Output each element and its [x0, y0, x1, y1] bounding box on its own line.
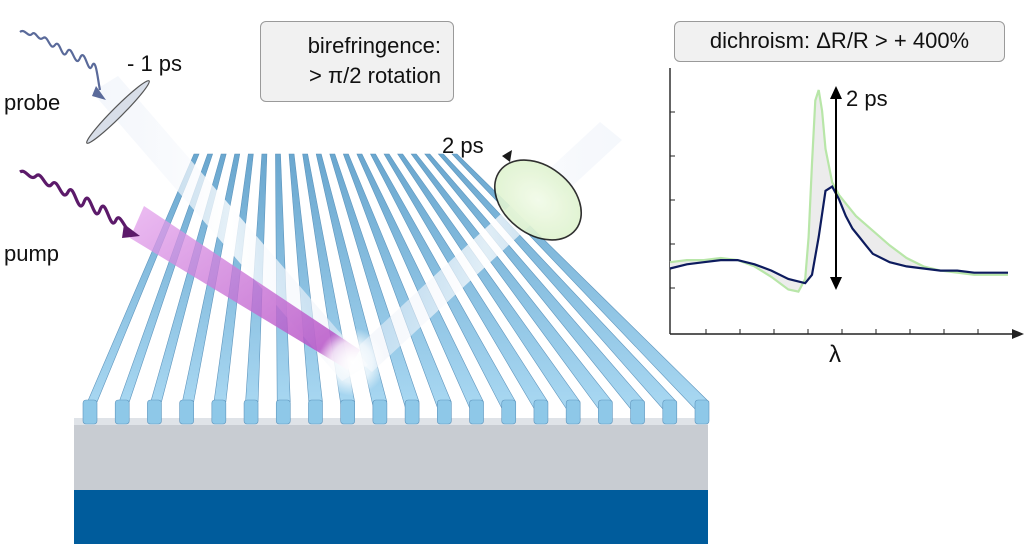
pump-label: pump	[4, 241, 59, 266]
grating-rib-face	[469, 399, 484, 425]
y-ticks	[670, 111, 675, 289]
dichroism-box: dichroism: ΔR/R > + 400%	[674, 21, 1005, 62]
grating-rib-face	[82, 399, 98, 425]
grating-rib-face	[598, 399, 613, 425]
series-light-curve	[669, 89, 1008, 293]
grating	[82, 153, 710, 425]
grating-rib-face	[211, 399, 227, 425]
grating-rib-face	[630, 399, 645, 425]
probe-pulse-icon	[19, 30, 102, 91]
arrow-down-icon	[830, 277, 842, 290]
excitation-spot	[318, 328, 386, 396]
rotation-arrow-icon	[502, 150, 512, 162]
difference-fill	[670, 90, 1008, 292]
probe-label: probe	[4, 90, 60, 115]
pump-pulse-icon	[19, 169, 132, 234]
pump-beam	[130, 206, 360, 370]
birefringence-box: birefringence: > π/2 rotation	[260, 21, 454, 102]
grating-rib-face	[243, 399, 259, 425]
grating-rib-face	[404, 399, 420, 425]
plot-arrow-label: 2 ps	[846, 86, 888, 111]
grating-rib-face	[501, 399, 517, 425]
x-axis-label: λ	[829, 341, 841, 368]
delay-plate	[86, 80, 150, 144]
arrow-up-icon	[830, 86, 842, 99]
grating-rib-face	[179, 399, 194, 425]
substrate	[74, 418, 708, 544]
x-ticks	[705, 329, 979, 334]
grating-rib-face	[147, 399, 162, 425]
grating-rib-face	[308, 399, 323, 425]
grating-rib-face	[565, 399, 581, 425]
substrate-top-layer	[74, 425, 708, 490]
grating-rib-face	[662, 399, 678, 425]
polarization-ellipse	[493, 150, 583, 241]
grating-rib-face	[275, 399, 291, 425]
substrate-bottom-layer	[74, 490, 708, 544]
polarization-time-label: 2 ps	[442, 133, 484, 158]
probe-beam-incident	[92, 76, 368, 381]
birefringence-line-2: > π/2 rotation	[309, 63, 441, 88]
birefringence-line-1: birefringence:	[307, 33, 441, 58]
pump-arrowhead-icon	[122, 224, 140, 238]
grating-rib-face	[694, 399, 710, 425]
grating-rib-face	[372, 399, 388, 425]
x-axis-arrowhead-icon	[1012, 329, 1024, 339]
delay-label: - 1 ps	[127, 51, 182, 76]
dichroism-title: dichroism: ΔR/R > + 400%	[709, 28, 970, 53]
grating-rib-face	[437, 399, 452, 425]
series-dark-curve	[669, 185, 1008, 285]
dichroism-plot: 2 ps λ	[669, 68, 1024, 368]
grating-rib-face	[340, 399, 355, 425]
grating-rib-face	[114, 399, 130, 425]
grating-rib-face	[533, 399, 549, 425]
probe-arrowhead-icon	[92, 86, 106, 100]
